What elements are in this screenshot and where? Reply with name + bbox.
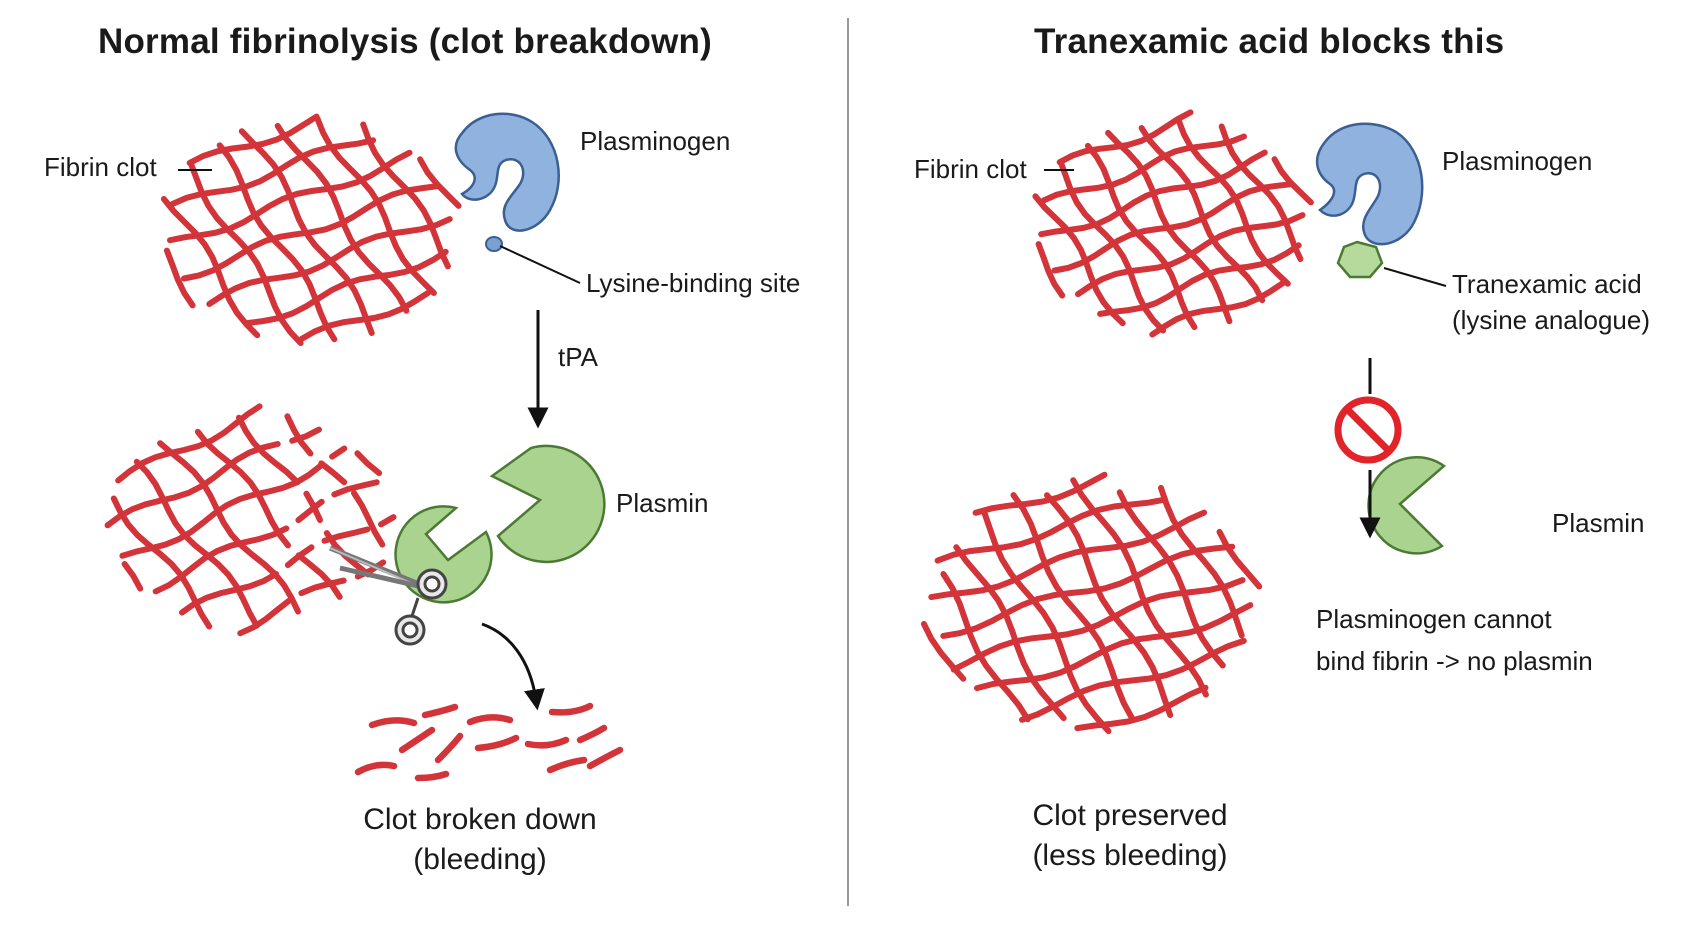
fibrin-strand <box>1138 125 1266 304</box>
fibrin-strand <box>160 196 261 339</box>
fibrin-strand <box>1271 156 1314 206</box>
fibrin-clot-label-right: Fibrin clot <box>914 154 1027 184</box>
fibrin-strand <box>284 413 314 457</box>
left-caption-line2: (bleeding) <box>413 843 547 876</box>
fibrin-strand <box>974 602 1254 692</box>
fibrin-clot-right <box>1032 109 1314 338</box>
fibrin-strand <box>329 445 348 460</box>
right-caption-line2: (less bleeding) <box>1032 839 1228 872</box>
fibrin-strand <box>298 577 347 597</box>
fibrin-strand <box>1216 528 1263 590</box>
fibrin-strand <box>351 490 386 548</box>
plasmin-right <box>1367 456 1447 555</box>
fibrin-strand <box>188 160 304 346</box>
fibrin-strand <box>119 462 324 559</box>
fibrin-strand <box>238 128 375 336</box>
fibrin-strand <box>1084 142 1198 331</box>
fibrin-strand <box>163 247 196 309</box>
fibrin-strand <box>1158 484 1245 639</box>
fibrin-strand <box>121 561 144 592</box>
fibrin-strand <box>1044 492 1174 719</box>
fibrin-strand <box>1035 241 1066 299</box>
fibrin-strand <box>133 458 260 629</box>
fibrin-strand <box>216 142 338 343</box>
fibrin-strand <box>295 498 325 524</box>
plasminogen-right <box>1315 122 1424 246</box>
fibrin-strand <box>972 471 1108 516</box>
fibrin-clot-partial <box>104 403 397 637</box>
blocked-note-line1: Plasminogen cannot <box>1316 604 1552 634</box>
fibrin-strand <box>1010 492 1135 721</box>
fibrin-strand <box>169 137 377 207</box>
left-caption: Clot broken down (bleeding) <box>340 800 620 880</box>
fibrin-strand <box>1032 193 1126 327</box>
fibrin-strand <box>274 122 410 314</box>
fibrin-clot-preserved <box>920 471 1263 735</box>
plasminogen-label-left: Plasminogen <box>580 126 731 156</box>
fibrin-strand <box>236 414 301 486</box>
fibrin-clot-label-left: Fibrin clot <box>44 152 157 182</box>
fibrin-strand <box>104 441 281 529</box>
fibrin-strand <box>940 543 1236 639</box>
fibrin-strand <box>181 183 441 282</box>
plasmin-left-upper <box>489 444 606 564</box>
fibrin-strand <box>1051 181 1295 274</box>
fibrin-strand <box>1105 129 1233 325</box>
fibrin-strand <box>318 460 348 486</box>
tpa-label: tPA <box>558 342 598 372</box>
fibrin-strand <box>331 479 380 498</box>
fibrin-strand <box>1070 477 1209 698</box>
no-entry-icon <box>1334 396 1402 464</box>
lysine-binding-site-label: Lysine-binding site <box>586 268 801 298</box>
fibrin-strand <box>953 544 1067 722</box>
blocked-note-line2: bind fibrin -> no plasmin <box>1316 646 1593 676</box>
fibrin-strand <box>314 115 437 296</box>
fibrin-strand <box>928 509 1208 601</box>
fibrin-strand <box>1058 160 1167 334</box>
fibrin-strand <box>295 552 343 600</box>
fibrin-strand <box>1175 117 1291 287</box>
fibrin-strand <box>920 620 967 682</box>
left-caption-line1: Clot broken down <box>363 803 597 836</box>
tranexamic-acid-hexagon <box>1336 240 1384 279</box>
fibrin-strand <box>940 571 1031 723</box>
right-panel-title: Tranexamic acid blocks this <box>1034 22 1505 61</box>
fibrin-clot-left <box>160 113 462 346</box>
fibrin-strand <box>417 156 462 209</box>
fibrin-strand <box>157 440 301 615</box>
fibrin-strand <box>110 495 213 630</box>
plasmin-label-right: Plasmin <box>1552 508 1645 538</box>
fragment-arrow <box>481 622 545 711</box>
fibrin-strand <box>1056 109 1194 166</box>
leader-txa <box>1383 267 1447 287</box>
fibrin-strand <box>237 597 292 637</box>
fibrin-strand <box>194 428 291 549</box>
tranexamic-acid-label: Tranexamic acid (lysine analogue) <box>1452 266 1650 338</box>
plasmin-label-left: Plasmin <box>616 488 709 518</box>
leader-lysine <box>499 245 581 284</box>
fibrin-strand <box>152 525 290 595</box>
fibrin-strand <box>354 450 383 477</box>
tranexamic-acid-label-line1: Tranexamic acid <box>1452 269 1642 299</box>
right-caption: Clot preserved (less bleeding) <box>990 796 1270 876</box>
fibrin-strand <box>1218 123 1304 262</box>
fibrin-strand <box>1019 637 1247 723</box>
fibrin-strand <box>981 508 1112 735</box>
fibrin-strand <box>950 577 1246 673</box>
blocked-note: Plasminogen cannot bind fibrin -> no pla… <box>1316 598 1593 682</box>
left-panel-title: Normal fibrinolysis (clot breakdown) <box>98 22 712 61</box>
plasminogen-label-right: Plasminogen <box>1442 146 1593 176</box>
fibrin-strand <box>303 490 323 523</box>
fibrin-strand <box>360 121 451 270</box>
plasminogen-left <box>454 112 560 252</box>
fibrin-strand <box>1116 489 1226 669</box>
tranexamic-acid-label-line2: (lysine analogue) <box>1452 305 1651 335</box>
fibrin-strand <box>378 514 397 528</box>
scissors-icon <box>329 545 448 646</box>
right-caption-line1: Clot preserved <box>1032 799 1228 832</box>
fibrin-fragments <box>354 702 624 782</box>
